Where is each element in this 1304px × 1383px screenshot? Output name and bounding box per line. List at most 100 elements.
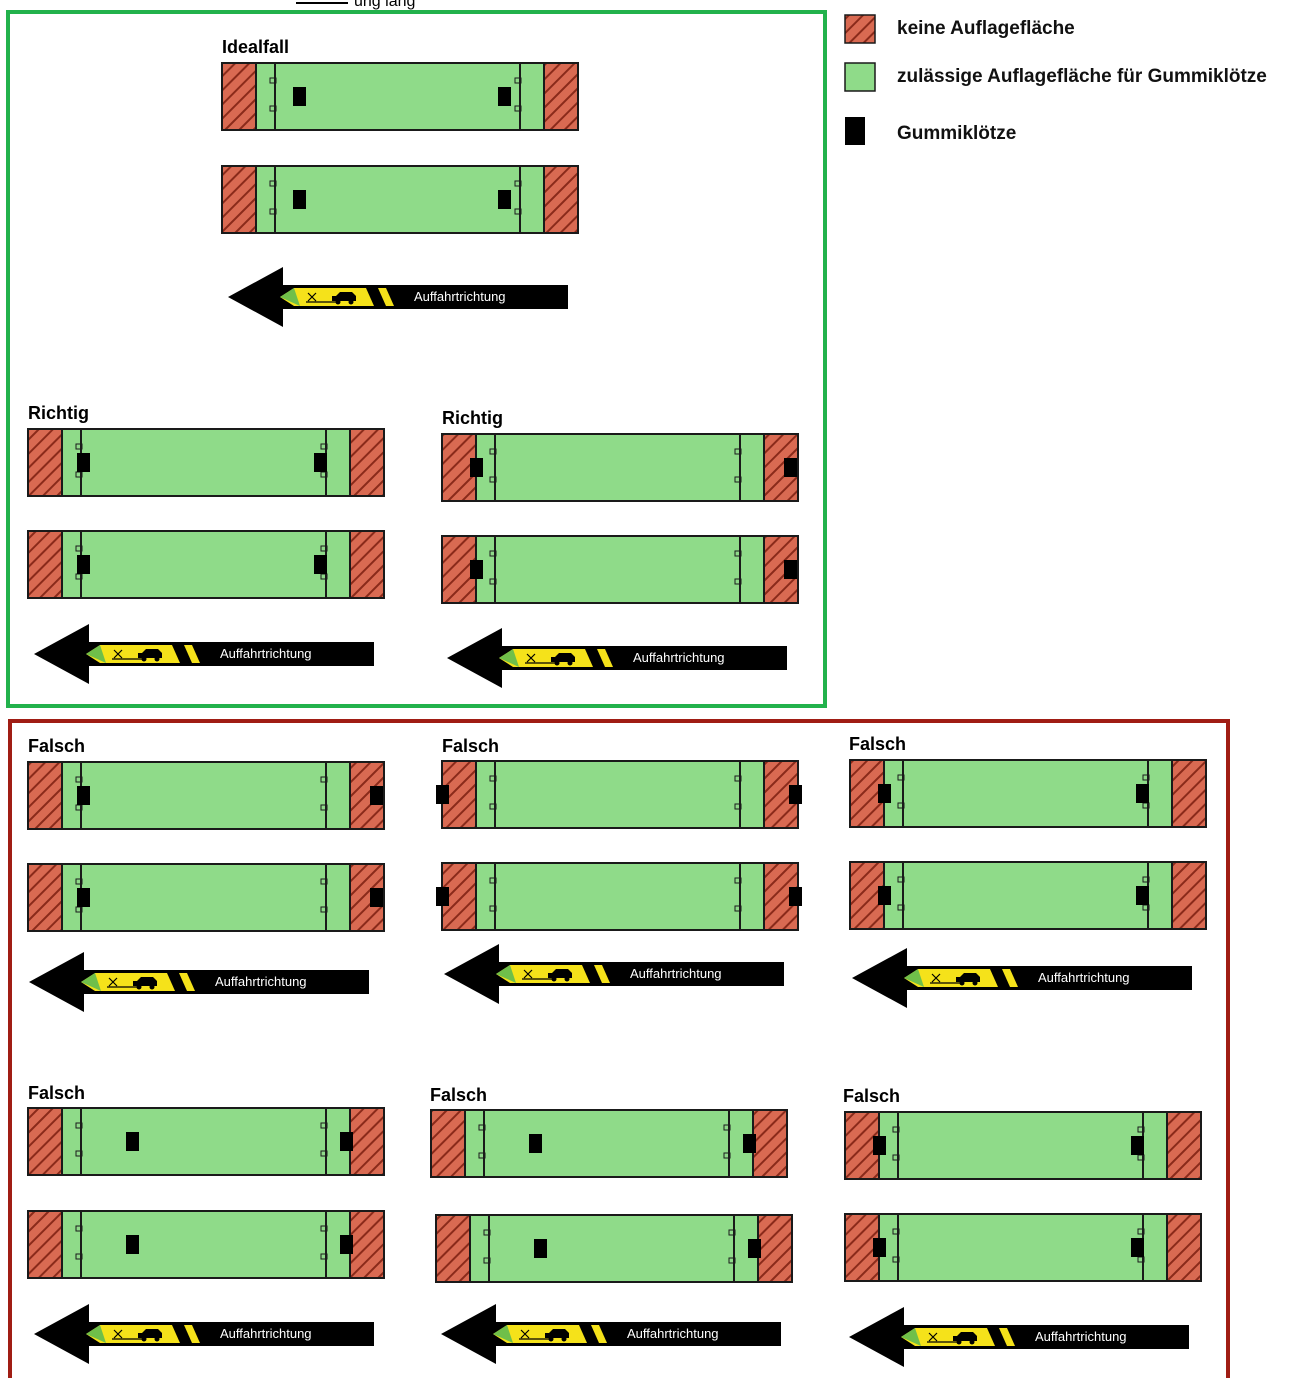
ramp-hinge <box>1137 1126 1145 1133</box>
rubber-block-front <box>293 87 306 106</box>
lift-icon <box>522 969 554 980</box>
arrow-yellow-strip <box>901 1328 1001 1346</box>
ramp-green-surface <box>221 62 579 131</box>
arrow-stripe <box>184 1325 200 1343</box>
rubber-block-front <box>873 1238 886 1257</box>
ramp-wrong1-a <box>27 761 385 830</box>
arrow-stripe <box>597 649 613 667</box>
arrow-green-tip <box>904 969 924 987</box>
arrow-green-tip <box>499 649 519 667</box>
ramp-hinge <box>75 776 83 783</box>
ramp-hinge <box>514 105 522 112</box>
ramp-end-front-hatched <box>435 1214 471 1283</box>
direction-arrow-wrong5: Auffahrtrichtung <box>441 1304 781 1364</box>
ramp-end-back-hatched <box>1171 861 1207 930</box>
arrow-stripe <box>987 1328 1003 1346</box>
car-wheel-icon <box>141 1336 147 1342</box>
ramp-hinge <box>892 1126 900 1133</box>
lift-icon <box>112 649 144 660</box>
ramp-wrong2-b <box>436 862 802 931</box>
arrow-label: Auffahrtrichtung <box>1035 1329 1127 1344</box>
arrow-body <box>29 952 369 1012</box>
ramp-end-back-hatched <box>349 1107 385 1176</box>
rubber-block-front <box>77 786 90 805</box>
ramp-hinge <box>728 1229 736 1236</box>
ramp-end-back-hatched <box>349 428 385 497</box>
ramp-wrong6-b <box>844 1213 1202 1282</box>
arrow-green-tip <box>496 965 516 983</box>
arrow-label: Auffahrtrichtung <box>220 1326 312 1341</box>
ramp-hinge <box>478 1124 486 1131</box>
arrow-stripe <box>366 288 382 306</box>
ramp-hinge <box>320 878 328 885</box>
arrow-label: Auffahrtrichtung <box>633 650 725 665</box>
ramp-hinge <box>514 180 522 187</box>
rubber-block-back <box>784 458 797 477</box>
arrow-body <box>849 1307 1189 1367</box>
scenario-label-wrong-1: Falsch <box>28 736 85 756</box>
scenario-label-wrong-6: Falsch <box>843 1086 900 1106</box>
scenario-label-correct-2: Richtig <box>442 408 503 428</box>
car-icon <box>138 1329 162 1338</box>
ramp-end-back-hatched <box>757 1214 793 1283</box>
ramp-hinge <box>320 545 328 552</box>
arrow-stripe <box>579 1325 595 1343</box>
ramp-end-front-hatched <box>27 428 63 497</box>
direction-arrow-ideal: Auffahrtrichtung <box>228 267 568 327</box>
ramp-hinge <box>489 550 497 557</box>
ramp-hinge <box>734 448 742 455</box>
rubber-block-front <box>293 190 306 209</box>
ramp-ideal-a <box>221 62 579 131</box>
ramp-wrong5-b <box>435 1214 793 1283</box>
ramp-hinge <box>320 1150 328 1157</box>
rubber-block-front <box>470 560 483 579</box>
rubber-block-front <box>534 1239 547 1258</box>
black-block-swatch-icon <box>845 117 865 145</box>
lift-icon <box>930 973 962 984</box>
ramp-hinge <box>734 476 742 483</box>
arrow-yellow-strip <box>493 1325 593 1343</box>
arrow-label: Auffahrtrichtung <box>220 646 312 661</box>
ramp-hinge <box>734 905 742 912</box>
lift-icon <box>519 1329 551 1340</box>
ramp-hinge <box>320 804 328 811</box>
arrow-body <box>441 1304 781 1364</box>
car-icon <box>551 653 575 662</box>
car-icon <box>956 973 980 982</box>
arrow-body <box>228 267 568 327</box>
ramp-correct2-a <box>441 433 799 502</box>
green-swatch-icon <box>844 62 876 92</box>
direction-arrow-wrong2: Auffahrtrichtung <box>444 944 784 1004</box>
arrow-body <box>852 948 1192 1008</box>
car-icon <box>548 969 572 978</box>
ramp-green-surface <box>430 1109 788 1178</box>
car-wheel-icon <box>348 299 354 305</box>
ramp-hinge <box>728 1257 736 1264</box>
rubber-block-back <box>314 453 327 472</box>
car-wheel-icon <box>141 656 147 662</box>
rubber-block-front <box>77 555 90 574</box>
ramp-end-back-hatched <box>752 1109 788 1178</box>
rubber-block-back <box>743 1134 756 1153</box>
arrow-stripe <box>594 965 610 983</box>
arrow-stripe <box>167 973 183 991</box>
ramp-hinge <box>489 877 497 884</box>
ramp-hinge <box>75 443 83 450</box>
car-wheel-icon <box>554 660 560 666</box>
ramp-end-back-hatched <box>349 530 385 599</box>
ramp-hinge <box>734 775 742 782</box>
rubber-block-front <box>470 458 483 477</box>
rubber-block-back <box>789 887 802 906</box>
ramp-green-surface <box>441 433 799 502</box>
ramp-end-front-hatched <box>27 530 63 599</box>
ramp-hinge <box>723 1124 731 1131</box>
ramp-hinge <box>320 906 328 913</box>
rubber-block-back <box>498 87 511 106</box>
ramp-hinge <box>734 803 742 810</box>
rubber-block-back <box>370 888 383 907</box>
ramp-end-front-hatched <box>27 761 63 830</box>
arrow-yellow-strip <box>499 649 599 667</box>
arrow-stripe <box>378 288 394 306</box>
